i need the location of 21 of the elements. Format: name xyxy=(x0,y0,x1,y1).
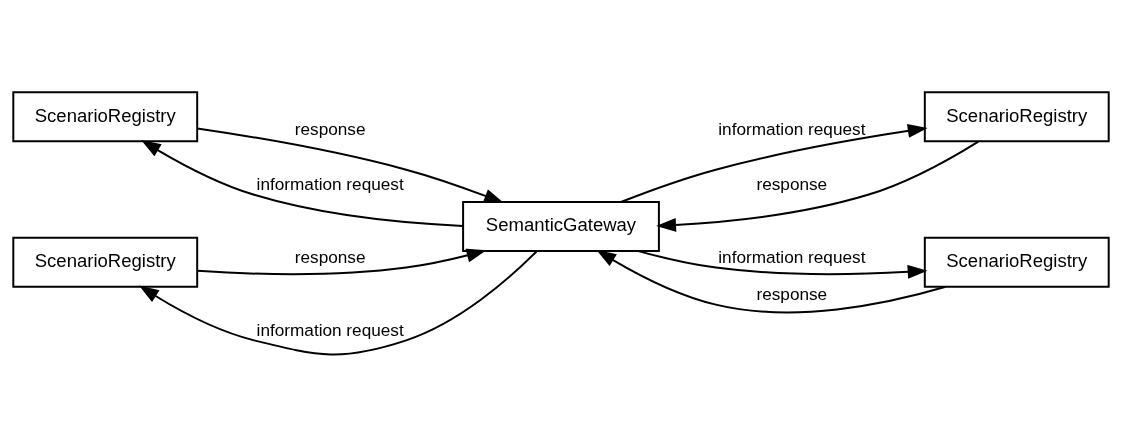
edge-label: information request xyxy=(718,246,866,267)
node-box: ScenarioRegistry xyxy=(12,90,199,142)
arrow xyxy=(141,139,464,227)
arrow xyxy=(139,250,538,355)
node-box: SemanticGateway xyxy=(462,200,660,252)
edge-label: information request xyxy=(256,319,404,340)
arrow xyxy=(196,248,487,275)
edge-label: response xyxy=(294,246,366,267)
arrow xyxy=(637,249,928,279)
arrow xyxy=(596,249,947,313)
arrow xyxy=(196,126,504,203)
edge-label: response xyxy=(756,283,828,304)
node-box: ScenarioRegistry xyxy=(12,236,199,288)
node-box: ScenarioRegistry xyxy=(923,90,1110,142)
edge-label: response xyxy=(294,117,366,138)
node-box: ScenarioRegistry xyxy=(923,236,1110,288)
edge-label: information request xyxy=(718,117,866,138)
arrow xyxy=(619,123,928,203)
edge-label: information request xyxy=(256,173,404,194)
edge-label: response xyxy=(756,173,828,194)
arrow xyxy=(656,140,980,232)
